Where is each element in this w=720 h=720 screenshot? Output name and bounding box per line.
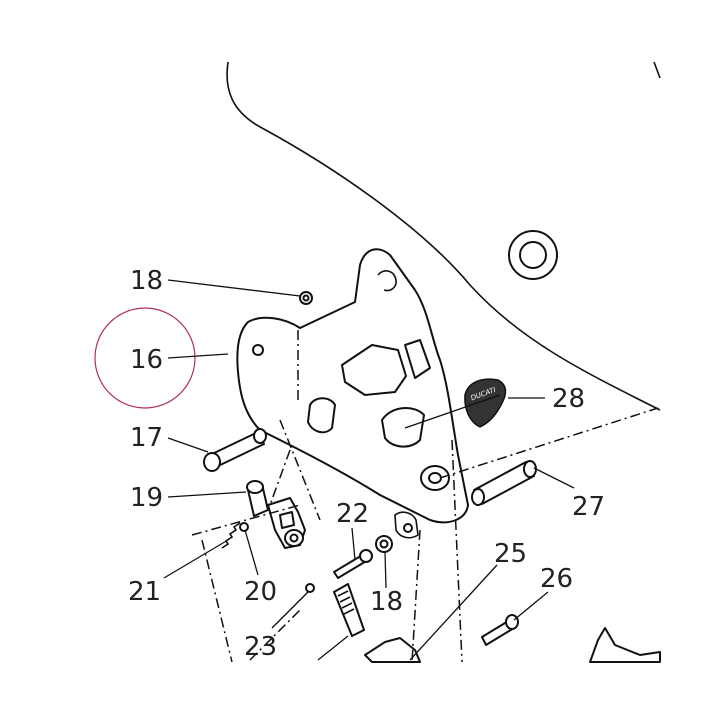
callout-22: 22 — [336, 499, 369, 529]
screw-18-top — [299, 291, 313, 305]
ring-washer — [508, 230, 558, 280]
lever-block — [267, 497, 306, 549]
callout-20: 20 — [244, 577, 277, 607]
leader-lines — [163, 279, 575, 661]
callout-18-bottom: 18 — [370, 587, 403, 617]
bushing-19 — [246, 480, 269, 517]
assembly-axis-lines — [191, 330, 659, 663]
callout-27: 27 — [572, 492, 605, 522]
spring-21 — [221, 522, 241, 549]
callout-18-top: 18 — [130, 266, 163, 296]
highlight-circle — [94, 307, 196, 409]
bolt-26 — [481, 614, 519, 646]
callout-25: 25 — [494, 539, 527, 569]
callout-16: 16 — [130, 345, 163, 375]
frame-outline-top-right — [653, 61, 661, 79]
screw-23 — [305, 583, 365, 637]
callout-28: 28 — [552, 384, 585, 414]
frame-outline — [226, 61, 661, 411]
callout-labels: 18 16 17 19 21 20 22 18 23 25 26 27 28 — [128, 266, 605, 662]
callout-19: 19 — [130, 483, 163, 513]
callout-23: 23 — [244, 632, 277, 662]
bracket-plate — [236, 248, 469, 539]
pin-17 — [203, 428, 267, 472]
callout-21: 21 — [128, 577, 161, 607]
partial-part-bottom-right — [589, 627, 661, 663]
pin-20 — [239, 522, 249, 532]
callout-17: 17 — [130, 423, 163, 453]
washer-18-bottom — [375, 535, 393, 553]
partial-part-25 — [364, 637, 421, 663]
ducati-logo-badge: DUCATI — [464, 378, 507, 428]
callout-26: 26 — [540, 564, 573, 594]
bolt-22 — [333, 549, 373, 579]
pin-27 — [471, 460, 537, 506]
